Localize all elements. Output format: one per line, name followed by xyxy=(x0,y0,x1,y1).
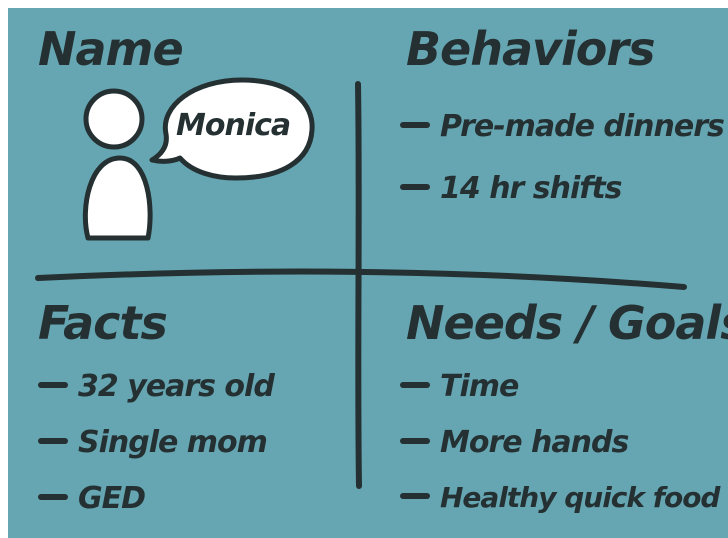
quadrant-dividers xyxy=(35,77,687,489)
dash-icon xyxy=(38,493,68,500)
persona-name: Monica xyxy=(176,108,291,143)
fact-item-label: 32 years old xyxy=(78,369,275,404)
fact-item-label: GED xyxy=(78,481,146,516)
speech-bubble-icon xyxy=(149,77,315,181)
behavior-item: Pre-made dinners xyxy=(400,109,725,144)
vertical-divider xyxy=(355,81,362,489)
behavior-item-label: 14 hr shifts xyxy=(440,171,623,206)
goal-item: More hands xyxy=(400,425,629,460)
person-icon xyxy=(82,88,153,241)
goal-item-label: Healthy quick food xyxy=(440,481,720,514)
dash-icon xyxy=(400,381,430,388)
horizontal-divider xyxy=(35,268,687,290)
fact-item-label: Single mom xyxy=(78,425,268,460)
dash-icon xyxy=(400,493,430,499)
fact-item: 32 years old xyxy=(38,369,275,404)
facts-heading: Facts xyxy=(38,296,168,350)
dash-icon xyxy=(400,437,430,444)
behavior-item: 14 hr shifts xyxy=(400,171,623,206)
behaviors-heading: Behaviors xyxy=(406,22,655,76)
persona-board: Name Monica Behaviors Pre-made dinners 1… xyxy=(8,8,728,538)
name-heading: Name xyxy=(38,22,184,76)
fact-item: Single mom xyxy=(38,425,268,460)
dash-icon xyxy=(38,437,68,444)
goal-item-label: Time xyxy=(440,369,519,404)
goal-item: Time xyxy=(400,369,519,404)
goal-item: Healthy quick food xyxy=(400,481,720,514)
goal-item-label: More hands xyxy=(440,425,629,460)
dash-icon xyxy=(38,381,68,388)
dash-icon xyxy=(400,183,430,190)
behavior-item-label: Pre-made dinners xyxy=(440,109,725,144)
needs-goals-heading: Needs / Goals xyxy=(406,296,728,350)
dash-icon xyxy=(400,121,430,128)
fact-item: GED xyxy=(38,481,146,516)
